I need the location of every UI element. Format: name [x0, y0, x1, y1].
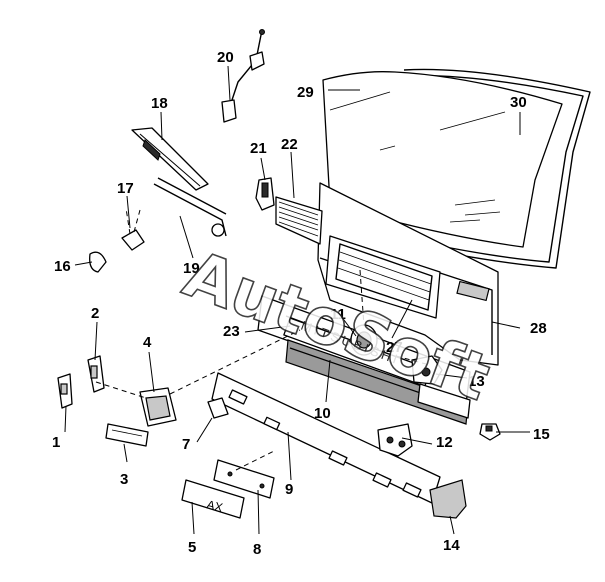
callout-27: 27: [386, 339, 403, 356]
emblem: [350, 324, 378, 356]
corner-lamp: [429, 479, 467, 519]
clip-15: [479, 423, 501, 441]
callout-30: 30: [510, 94, 527, 111]
left-bracket-2: [87, 355, 105, 393]
callout-4: 4: [143, 334, 152, 351]
callout-14: 14: [443, 537, 460, 554]
wiper-blade: [131, 127, 209, 191]
callout-29: 29: [297, 84, 314, 101]
left-bracket-1: [57, 373, 73, 409]
callout-11: 11: [330, 306, 346, 323]
license-bracket-8: [213, 459, 275, 499]
upper-grille: [325, 235, 441, 319]
callout-23: 23: [223, 323, 240, 340]
headlamp-4: [139, 387, 177, 427]
callout-19: 19: [183, 260, 200, 277]
callout-28: 28: [530, 320, 547, 337]
front-bumper: [285, 339, 471, 425]
callout-15: 15: [533, 426, 550, 443]
alignment-lines: [95, 269, 427, 471]
callout-22: 22: [281, 136, 298, 153]
callout-9: 9: [285, 481, 293, 498]
callout-7: 7: [182, 436, 190, 453]
bracket-21: [255, 177, 275, 211]
license-plate-5: AX: [181, 479, 245, 519]
washer-nozzle: [121, 207, 145, 251]
callout-2: 2: [91, 305, 99, 322]
callout-16: 16: [54, 258, 71, 275]
bumper-cap-7: [207, 397, 229, 419]
callout-10: 10: [314, 405, 331, 422]
reflector-3: [105, 423, 149, 447]
wiper-linkage: [153, 177, 227, 237]
plate-text: AX: [205, 497, 224, 514]
bracket-12: [377, 423, 413, 457]
hood-latch: [411, 355, 443, 385]
wiper-arm: [221, 29, 265, 123]
cap-16: [89, 251, 107, 273]
callout-18: 18: [151, 95, 168, 112]
leader-lines: [64, 65, 530, 535]
callout-13: 13: [468, 373, 485, 390]
bumper-beam: [211, 372, 441, 504]
callout-8: 8: [253, 541, 261, 558]
left-grille-insert: [275, 196, 323, 245]
windshield-glass: [322, 71, 563, 248]
callout-1: 1: [52, 434, 60, 451]
callout-21: 21: [250, 140, 267, 157]
callout-17: 17: [117, 180, 134, 197]
callout-labels: 1 2 3 4 5 7 8 9 10 11 12 13 14 15 16 17 …: [52, 49, 550, 558]
callout-20: 20: [217, 49, 234, 66]
callout-12: 12: [436, 434, 453, 451]
callout-5: 5: [188, 539, 196, 556]
callout-3: 3: [120, 471, 128, 488]
